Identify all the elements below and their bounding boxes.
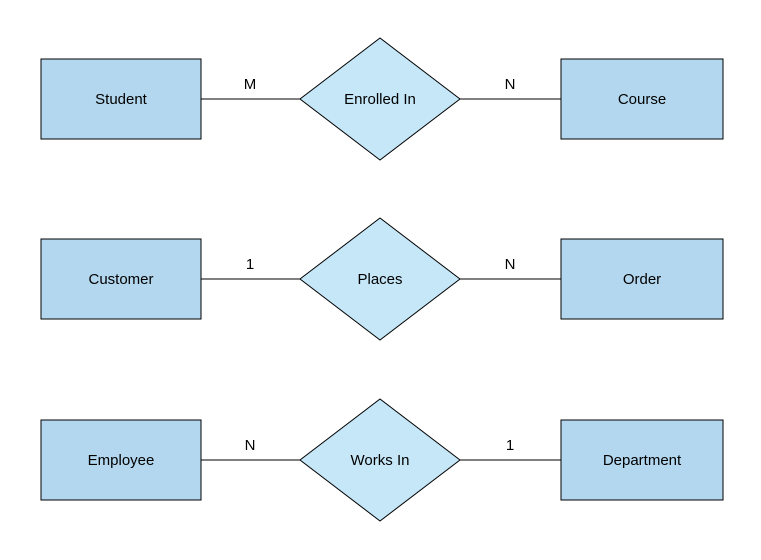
relationship-row-employee-department: Employee N Works In 1 Department — [40, 398, 724, 522]
entity-box-employee — [40, 419, 202, 501]
relationship-diamond-places — [299, 217, 461, 341]
entity-label: Student — [95, 91, 148, 108]
cardinality-label-right: 1 — [506, 437, 514, 454]
cardinality-label-left: 1 — [246, 256, 254, 273]
relationship-diamond-works-in — [299, 398, 461, 522]
entity-box-customer — [40, 238, 202, 320]
entity-box-order — [560, 238, 724, 320]
entity-label: Course — [618, 91, 666, 108]
cardinality-label-left: N — [245, 437, 256, 454]
relationship-label: Places — [357, 271, 402, 288]
cardinality-label-right: N — [505, 256, 516, 273]
relationship-diamond-enrolled-in — [299, 37, 461, 161]
entity-box-department — [560, 419, 724, 501]
entity-box-course — [560, 58, 724, 140]
relationship-label: Works In — [351, 452, 410, 469]
relationship-row-customer-order: Customer 1 Places N Order — [40, 217, 724, 341]
entity-label: Employee — [88, 452, 155, 469]
cardinality-label-right: N — [505, 76, 516, 93]
entity-label: Order — [623, 271, 661, 288]
entity-label: Department — [603, 452, 682, 469]
relationship-row-student-course: Student M Enrolled In N Course — [40, 37, 724, 161]
relationship-label: Enrolled In — [344, 91, 416, 108]
entity-label: Customer — [88, 271, 153, 288]
entity-box-student — [40, 58, 202, 140]
cardinality-label-left: M — [244, 76, 257, 93]
